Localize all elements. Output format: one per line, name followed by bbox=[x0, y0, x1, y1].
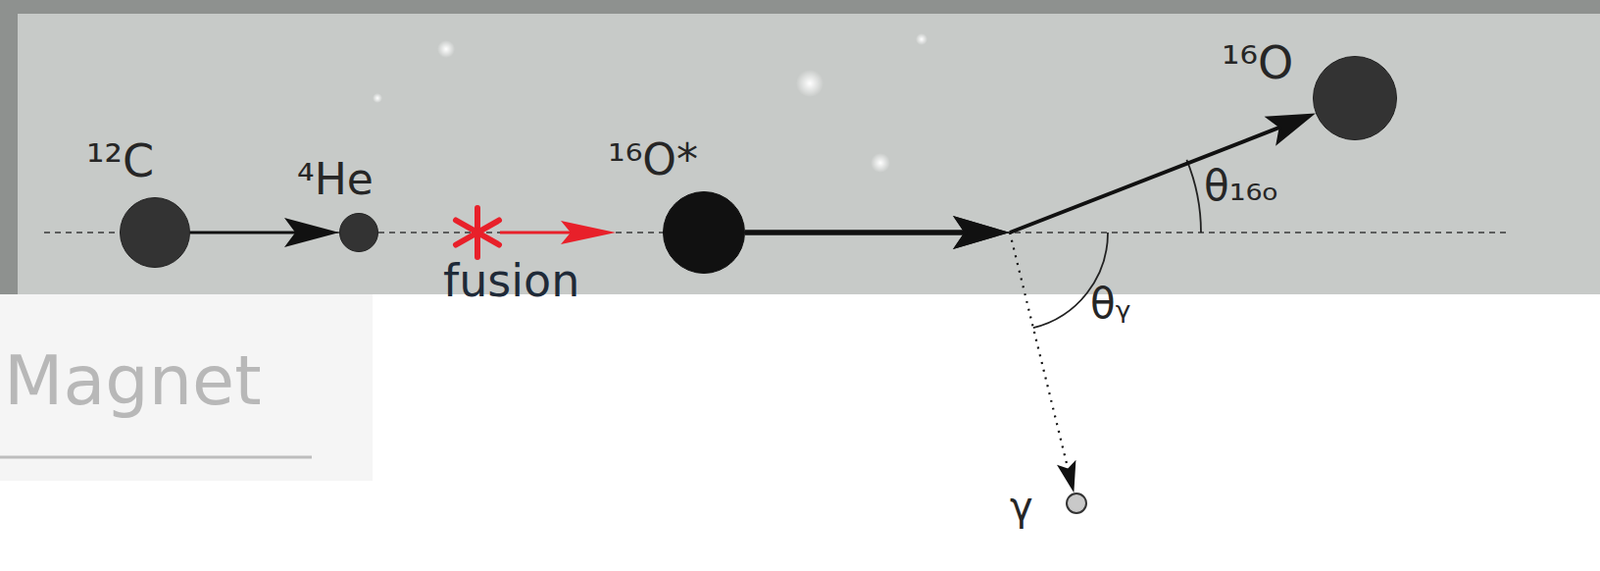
label-wrap: ¹⁶O* bbox=[607, 137, 699, 183]
label-wrap: Magnet bbox=[3, 345, 262, 418]
circle-outline bbox=[662, 191, 746, 274]
star-arm bbox=[455, 220, 500, 246]
beam-axis bbox=[44, 231, 1510, 234]
star-dot bbox=[915, 33, 928, 46]
arrowhead bbox=[1056, 459, 1076, 493]
label-wrap: ⁴He bbox=[297, 156, 374, 202]
particle-label: ¹⁶O bbox=[1221, 39, 1294, 87]
connector bbox=[745, 113, 1316, 250]
connector-line bbox=[1009, 126, 1282, 233]
star-dot bbox=[372, 93, 383, 103]
photo-frame bbox=[0, 0, 1600, 295]
circle-outline bbox=[119, 197, 191, 268]
particle-circle: γ bbox=[1065, 492, 1088, 514]
sky-band bbox=[17, 13, 1600, 295]
particle-shape bbox=[1313, 56, 1398, 141]
star-dot bbox=[437, 40, 455, 58]
connector bbox=[745, 215, 1076, 493]
process-label: fusion bbox=[443, 256, 580, 304]
star-dot bbox=[796, 69, 824, 98]
circle-outline bbox=[339, 212, 379, 252]
angle-label: θ₁₆ₒ bbox=[1203, 164, 1280, 208]
fusion-arrow bbox=[500, 231, 574, 235]
fusion-arrowhead bbox=[560, 220, 616, 245]
connector bbox=[190, 217, 340, 248]
label-wrap: γ bbox=[1009, 485, 1034, 527]
label-wrap: θ₁₆ₒ bbox=[1203, 164, 1280, 208]
particle-label: γ bbox=[1009, 485, 1034, 527]
particle-label: ¹²C bbox=[86, 137, 154, 185]
connector-line bbox=[190, 231, 299, 235]
particle-label: ¹⁶O* bbox=[607, 137, 699, 183]
angle-arc bbox=[1186, 159, 1201, 233]
particle-circle: ¹⁶O* bbox=[662, 191, 746, 274]
watermark: Magnet bbox=[3, 345, 262, 418]
particle-label: ⁴He bbox=[297, 156, 374, 202]
star-arm bbox=[455, 220, 500, 246]
circle-outline bbox=[1312, 55, 1398, 141]
fusion-star bbox=[455, 207, 500, 257]
connector-line bbox=[745, 230, 968, 236]
star-dot bbox=[870, 152, 891, 173]
circle-outline bbox=[1065, 492, 1088, 514]
particle-shape bbox=[120, 198, 191, 268]
particle-circle: ¹⁶O bbox=[1312, 55, 1398, 141]
label-wrap: ¹²C bbox=[86, 137, 154, 185]
particle-shape bbox=[340, 213, 379, 252]
angle-label: θᵧ bbox=[1090, 282, 1131, 326]
label-wrap: ¹⁶O bbox=[1221, 39, 1294, 87]
particle-shape bbox=[1066, 493, 1087, 513]
connector-line bbox=[745, 230, 968, 236]
connector-line bbox=[1009, 232, 1069, 470]
label-wrap: θᵧ bbox=[1090, 282, 1131, 326]
magnet-patch bbox=[0, 294, 373, 481]
particle-circle: ⁴He bbox=[339, 212, 379, 252]
particle-shape bbox=[663, 192, 746, 274]
underline bbox=[0, 455, 312, 459]
particle-circle: ¹²C bbox=[119, 197, 191, 268]
label-wrap: fusion bbox=[443, 256, 580, 304]
